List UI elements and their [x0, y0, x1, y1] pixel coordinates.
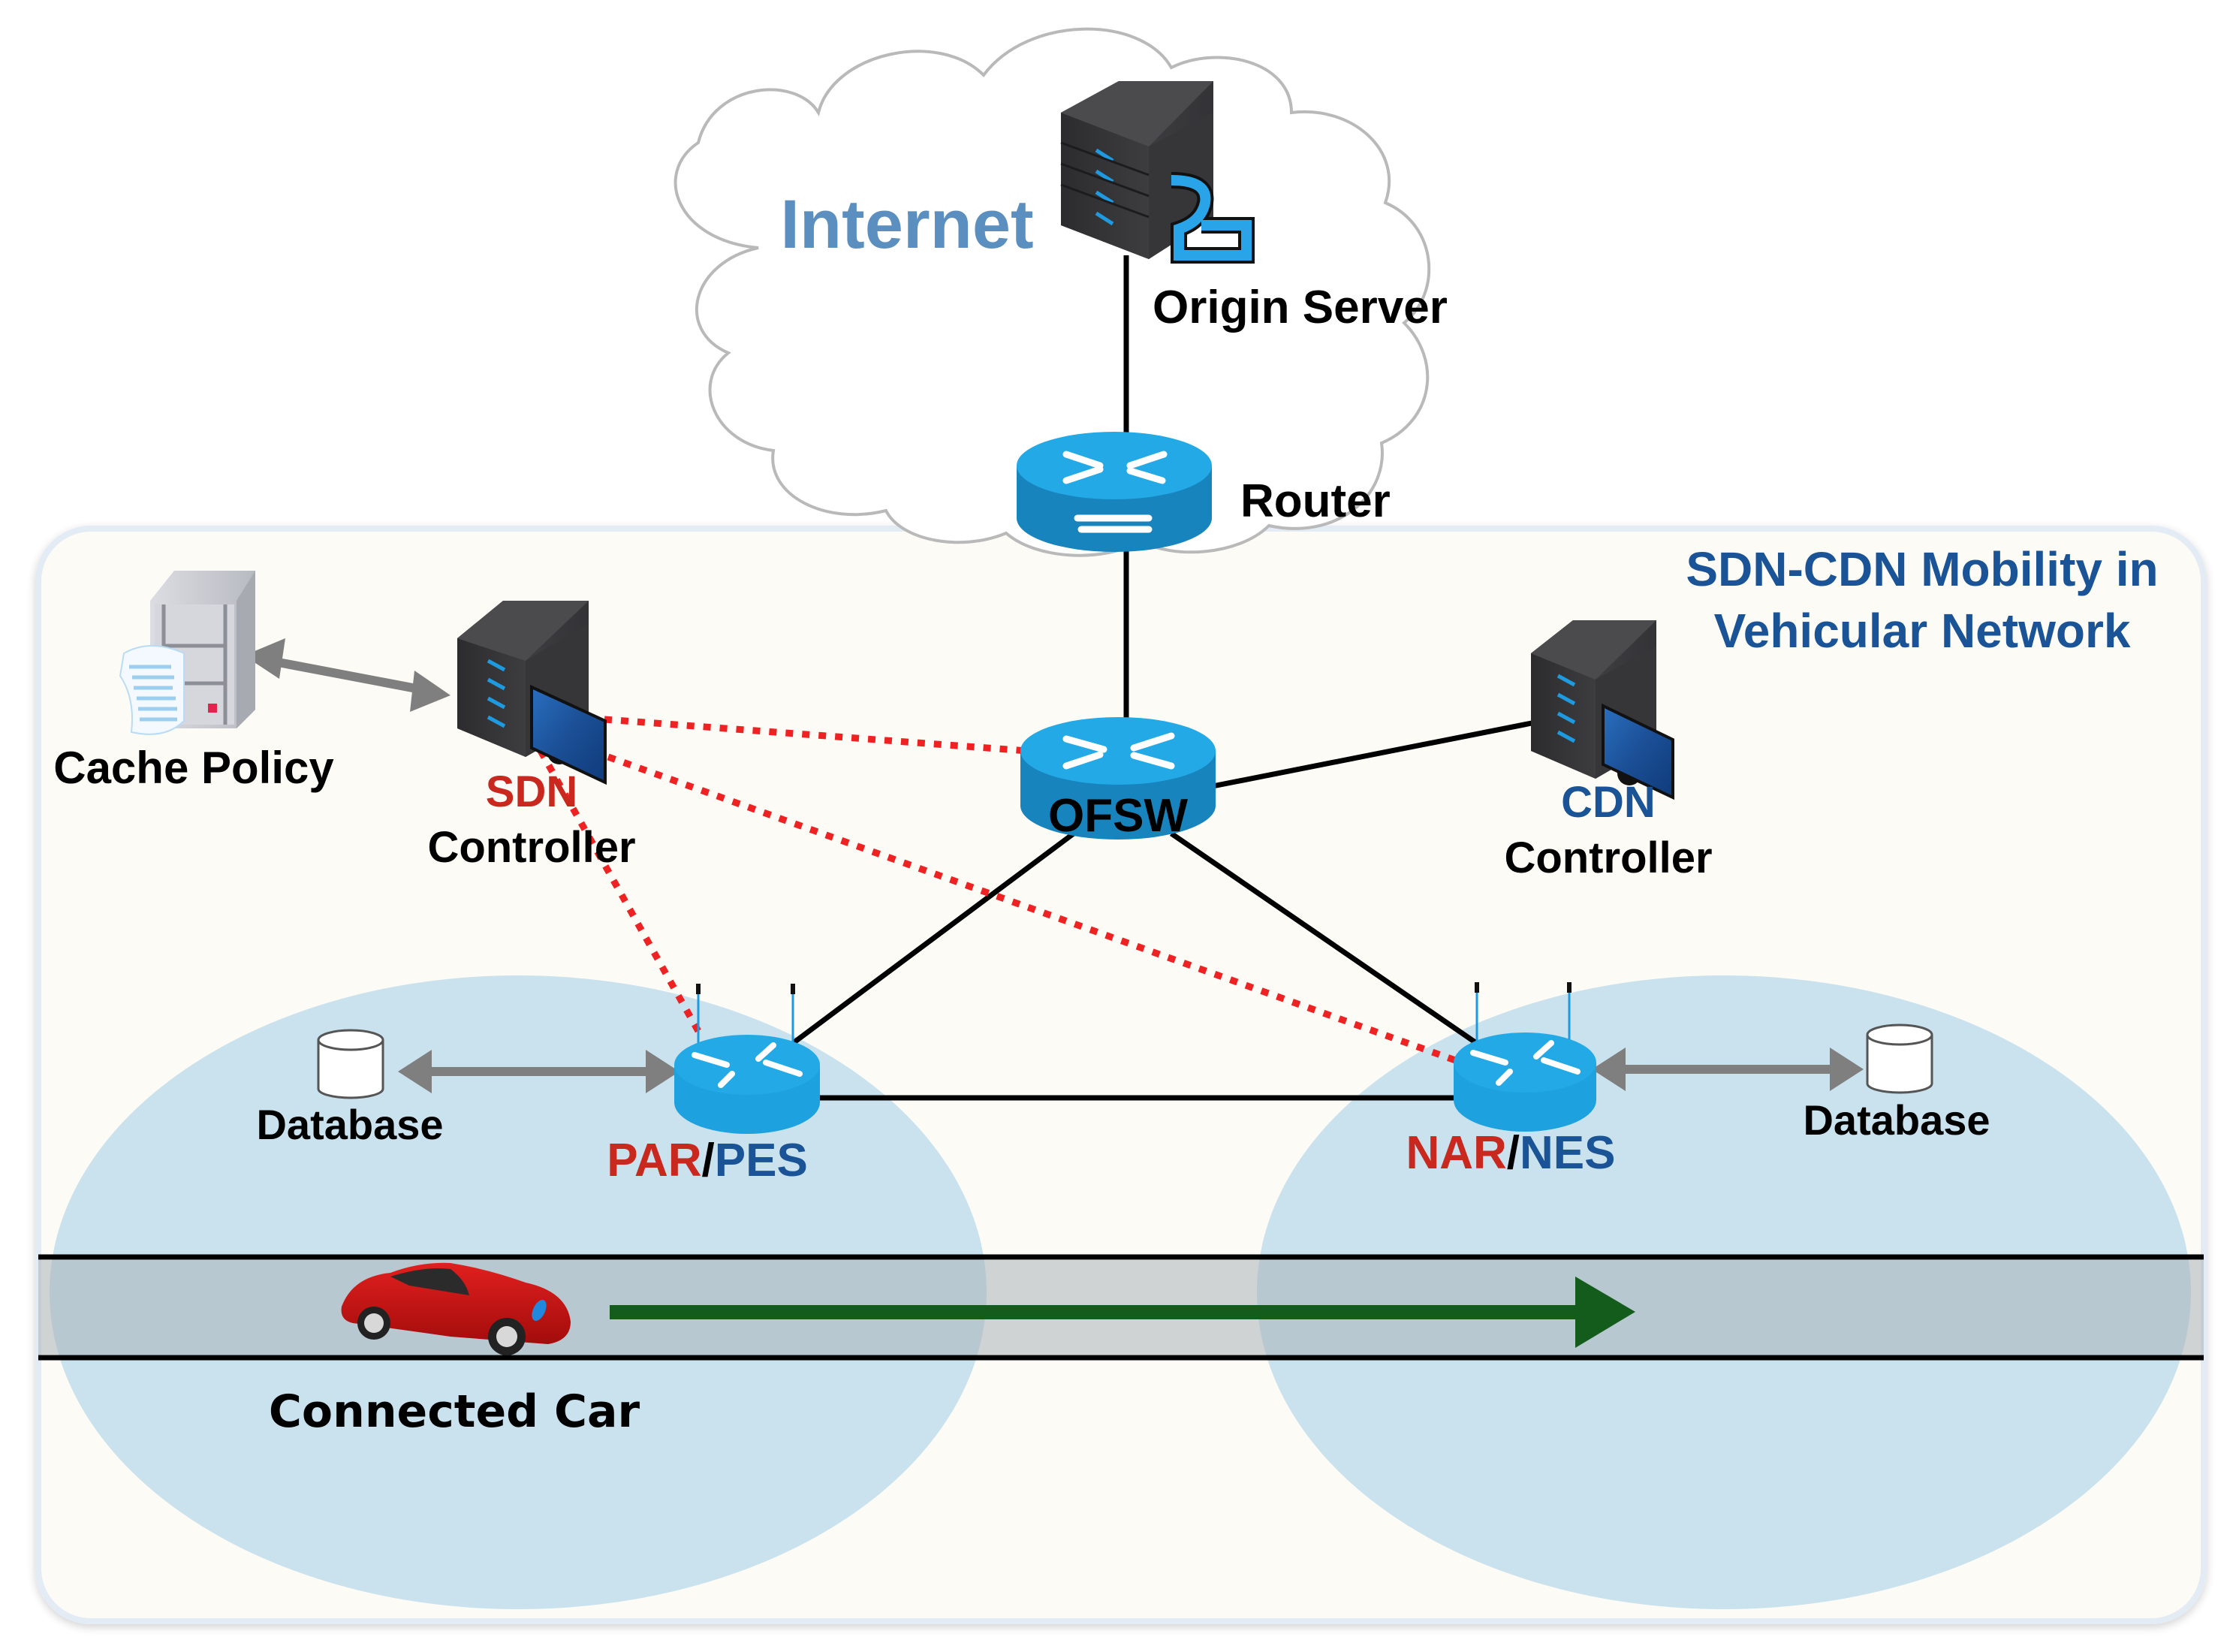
- connected-car-label: Connected Car: [269, 1385, 640, 1438]
- cache-policy-label: Cache Policy: [53, 743, 334, 793]
- svg-text:PAR/PES: PAR/PES: [607, 1135, 808, 1186]
- sdn-controller-label-top: SDN: [486, 767, 577, 816]
- nar-nes-label: NAR/NES: [1406, 1127, 1615, 1179]
- par-pes-label: PAR/PES: [607, 1135, 808, 1186]
- par-pes-separator: /: [702, 1135, 715, 1186]
- cdn-controller-icon: [1531, 620, 1674, 800]
- ofsw-icon: [1020, 717, 1216, 840]
- database-right-icon: [1866, 1023, 1933, 1094]
- nar-label: NAR: [1406, 1127, 1506, 1179]
- control-links: [538, 716, 1469, 1069]
- cdn-controller-label-bottom: Controller: [1504, 834, 1712, 882]
- cdn-controller-label-top: CDN: [1561, 778, 1656, 827]
- nes-label: NES: [1520, 1127, 1615, 1179]
- sdn-controller-icon: [457, 601, 607, 785]
- database-right-label: Database: [1803, 1096, 1990, 1144]
- double-arrow-cache-sdn: [244, 638, 451, 712]
- cache-policy-icon: [119, 571, 255, 735]
- router-icon: [1017, 432, 1212, 552]
- origin-server-label: Origin Server: [1153, 282, 1448, 333]
- diagram-title-line1: SDN-CDN Mobility in: [1686, 542, 2158, 596]
- diagram-title-line2: Vehicular Network: [1714, 604, 2131, 658]
- nar-nes-router-icon: [1454, 982, 1596, 1132]
- link-ofsw-cdn: [1212, 719, 1536, 789]
- link-ofsw-nar: [1170, 831, 1484, 1050]
- internet-cloud: [674, 27, 1431, 557]
- control-link-sdn-nar: [607, 753, 1469, 1069]
- solid-links: [790, 255, 1536, 1101]
- nar-nes-separator: /: [1507, 1127, 1520, 1179]
- control-link-sdn-ofsw: [604, 716, 1028, 755]
- pes-label: PES: [715, 1135, 808, 1186]
- sdn-controller-label-bottom: Controller: [427, 823, 635, 872]
- par-pes-router-icon: [674, 984, 820, 1134]
- control-link-sdn-par: [538, 749, 705, 1040]
- double-arrow-nar-db: [1592, 1048, 1864, 1091]
- link-ofsw-par: [790, 831, 1076, 1046]
- ofsw-label: OFSW: [1048, 790, 1188, 842]
- router-label: Router: [1240, 475, 1391, 527]
- database-left-label: Database: [256, 1101, 443, 1148]
- movement-arrow: [610, 1277, 1635, 1348]
- car-icon: [341, 1262, 571, 1355]
- internet-label: Internet: [780, 186, 1033, 263]
- par-label: PAR: [607, 1135, 701, 1186]
- database-left-icon: [317, 1029, 384, 1099]
- data-links: [244, 638, 1864, 1093]
- svg-text:NAR/NES: NAR/NES: [1406, 1127, 1615, 1179]
- video-film-icon: [1171, 172, 1255, 264]
- double-arrow-db-par: [398, 1050, 680, 1093]
